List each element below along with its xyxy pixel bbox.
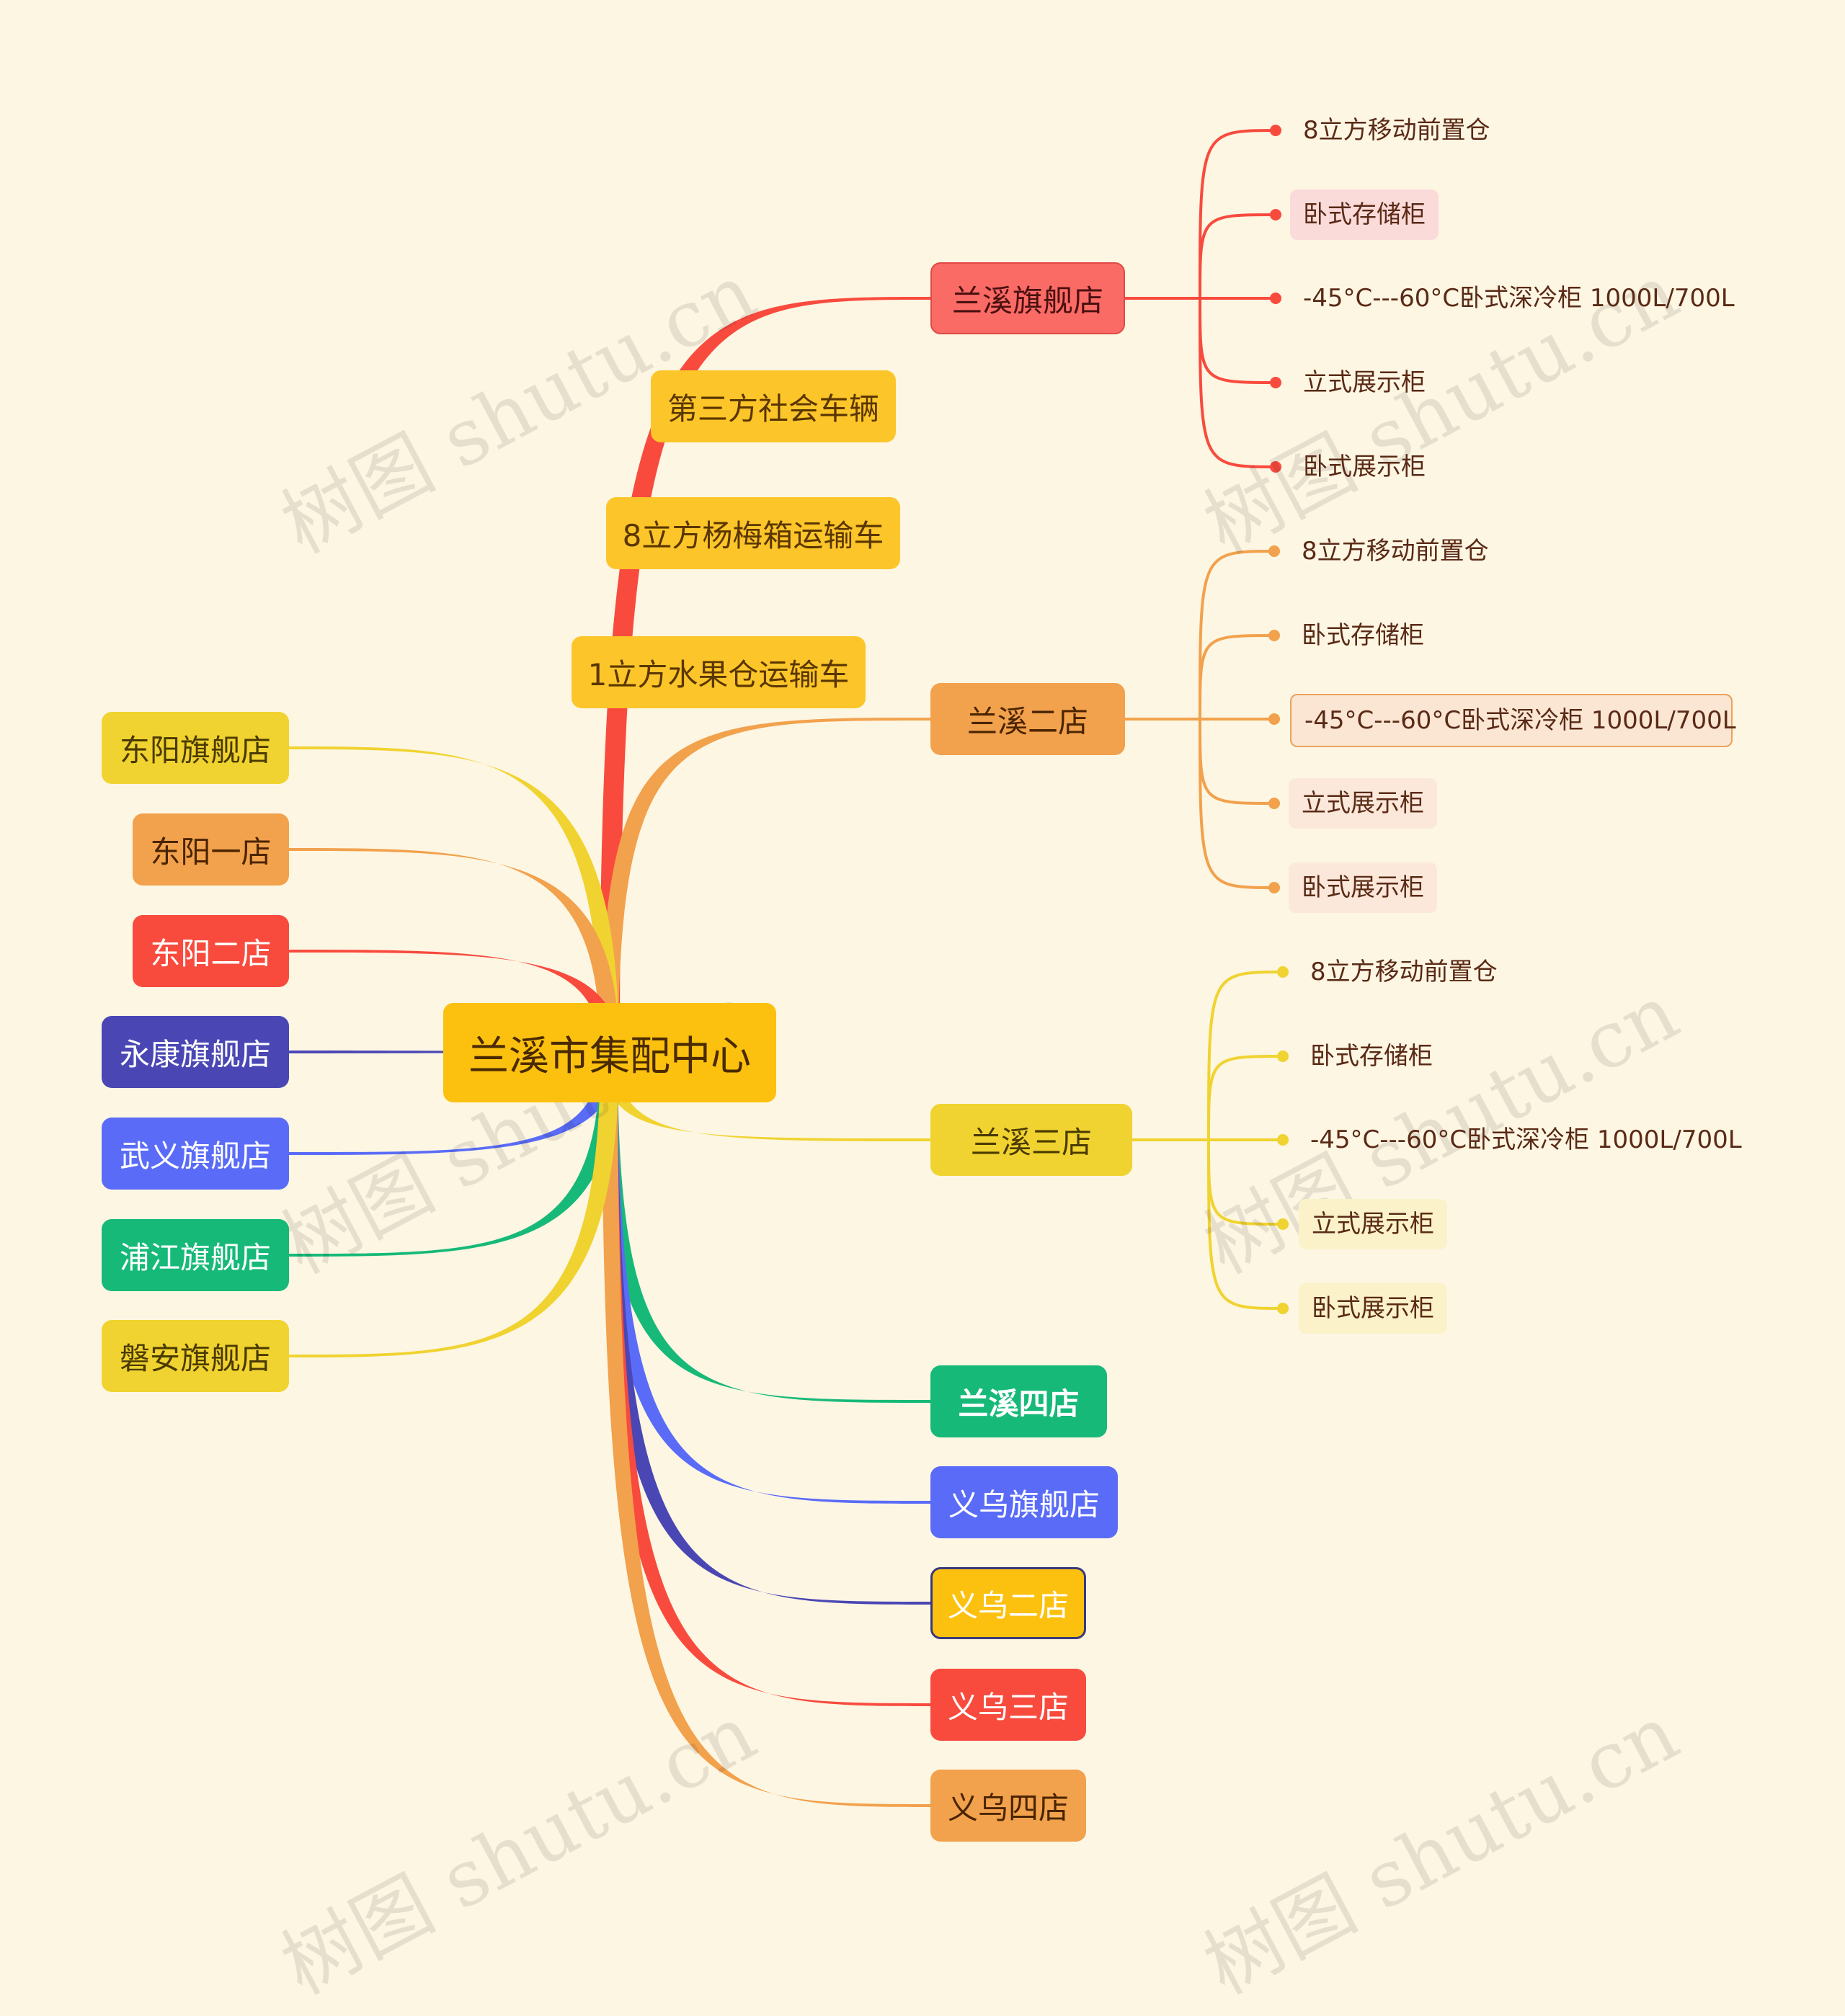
branch-node-yiwu-3[interactable]: 义乌三店 xyxy=(930,1669,1086,1741)
vehicle-node[interactable]: 8立方杨梅箱运输车 xyxy=(606,497,900,569)
connector-dot xyxy=(1268,798,1280,809)
sub-item[interactable]: 卧式存储柜 xyxy=(1310,1042,1433,1071)
mind-map-canvas: 树图 shutu.cn 树图 shutu.cn 树图 shutu.cn 树图 s… xyxy=(102,116,1742,2012)
sub-item[interactable]: 卧式展示柜 xyxy=(1303,452,1426,481)
connector-dot xyxy=(1270,461,1281,473)
sub-connector xyxy=(1199,213,1277,300)
branch-node-lanxi-4[interactable]: 兰溪四店 xyxy=(930,1365,1107,1437)
sub-connector xyxy=(1199,718,1276,805)
branch-node-panan-flagship[interactable]: 磐安旗舰店 xyxy=(102,1320,289,1392)
connector-lines xyxy=(288,125,1289,1807)
connector-dot xyxy=(1268,713,1280,725)
sub-connector xyxy=(1207,1138,1284,1310)
branch-node-yiwu-flagship[interactable]: 义乌旗舰店 xyxy=(930,1466,1118,1538)
branch-node-dongyang-1[interactable]: 东阳一店 xyxy=(133,813,289,886)
connector-dot xyxy=(1270,125,1281,136)
sub-item[interactable]: -45°C---60°C卧式深冷柜 1000L/700L xyxy=(1290,694,1736,747)
sub-item[interactable]: 立式展示柜 xyxy=(1299,1199,1447,1249)
connector-dot xyxy=(1277,1303,1289,1314)
branch-node-dongyang-flagship[interactable]: 东阳旗舰店 xyxy=(102,712,289,784)
sub-connector xyxy=(1207,971,1284,1141)
sub-connector xyxy=(1199,550,1276,721)
branch-node-lanxi-2[interactable]: 兰溪二店 xyxy=(930,683,1125,755)
sub-item[interactable]: 8立方移动前置仓 xyxy=(1303,116,1490,145)
branch-connector xyxy=(601,718,931,1052)
connector-dot xyxy=(1270,209,1281,220)
connector-dot xyxy=(1270,293,1281,304)
connector-dot xyxy=(1277,1051,1289,1062)
branch-node-lanxi-3[interactable]: 兰溪三店 xyxy=(930,1104,1132,1176)
connector-dot xyxy=(1268,545,1280,557)
center-node[interactable]: 兰溪市集配中心 xyxy=(443,1003,776,1102)
connector-dot xyxy=(1268,882,1280,893)
branch-node-yiwu-2[interactable]: 义乌二店 xyxy=(930,1567,1086,1639)
sub-item[interactable]: 卧式存储柜 xyxy=(1290,189,1439,240)
vehicle-node[interactable]: 1立方水果仓运输车 xyxy=(572,636,866,708)
branch-node-pujiang-flagship[interactable]: 浦江旗舰店 xyxy=(102,1219,289,1291)
branch-connector xyxy=(602,1052,931,1706)
sub-item[interactable]: -45°C---60°C卧式深冷柜 1000L/700L xyxy=(1310,1125,1742,1154)
sub-connector xyxy=(1199,634,1276,721)
sub-item[interactable]: 卧式存储柜 xyxy=(1302,621,1424,650)
sub-item[interactable]: 立式展示柜 xyxy=(1303,368,1426,397)
sub-connector xyxy=(1199,129,1277,300)
sub-item[interactable]: 卧式展示柜 xyxy=(1299,1283,1447,1334)
connector-dot xyxy=(1268,630,1280,641)
connector-dot xyxy=(1270,377,1281,388)
branch-node-dongyang-2[interactable]: 东阳二店 xyxy=(133,915,289,987)
sub-connector xyxy=(1199,297,1277,384)
branch-node-yongkang-flagship[interactable]: 永康旗舰店 xyxy=(102,1016,289,1088)
sub-item[interactable]: 卧式展示柜 xyxy=(1289,862,1437,913)
sub-item[interactable]: 8立方移动前置仓 xyxy=(1310,958,1498,986)
sub-item[interactable]: 8立方移动前置仓 xyxy=(1302,537,1489,566)
branch-node-yiwu-4[interactable]: 义乌四店 xyxy=(930,1770,1086,1842)
branch-node-lanxi-flagship[interactable]: 兰溪旗舰店 xyxy=(930,262,1125,334)
sub-item[interactable]: 立式展示柜 xyxy=(1289,778,1437,829)
connector-dot xyxy=(1277,1134,1289,1146)
branch-node-wuyi-flagship[interactable]: 武义旗舰店 xyxy=(102,1118,289,1190)
vehicle-node[interactable]: 第三方社会车辆 xyxy=(651,370,896,442)
branch-connector xyxy=(602,1052,931,1403)
sub-connector xyxy=(1199,718,1276,889)
sub-connector xyxy=(1207,1055,1284,1141)
sub-connector xyxy=(1207,1138,1284,1226)
connector-dot xyxy=(1277,966,1289,978)
branch-connector xyxy=(602,1052,931,1807)
sub-item[interactable]: -45°C---60°C卧式深冷柜 1000L/700L xyxy=(1303,284,1735,313)
connector-dot xyxy=(1277,1218,1289,1230)
sub-connector xyxy=(1199,297,1277,468)
